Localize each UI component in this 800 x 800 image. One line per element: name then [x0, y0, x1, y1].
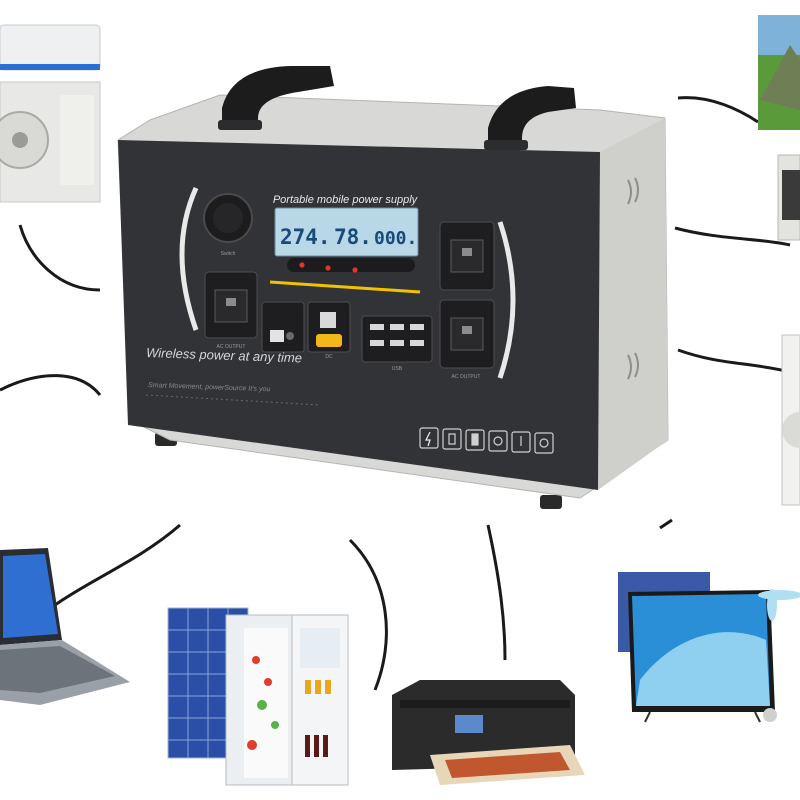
shield-icon [534, 432, 554, 454]
dotted-divider [145, 394, 321, 406]
cable-ac [18, 224, 101, 292]
laptop-image [0, 548, 130, 705]
ac-outlet-right-bottom[interactable] [439, 299, 495, 369]
tent-image [758, 15, 800, 130]
power-switch[interactable] [203, 193, 253, 243]
ac-output-label-left: AC OUTPUT [217, 344, 246, 350]
cable-washer [677, 348, 791, 374]
swoosh-right [497, 221, 516, 379]
indicator-leds [299, 262, 358, 273]
handle-right [484, 86, 576, 150]
dc-output-module[interactable] [261, 301, 305, 353]
lcd-reading-1: 274. [280, 225, 331, 249]
air-conditioner-image [0, 24, 101, 203]
cable-laptop [54, 523, 181, 607]
lcd-reading-3: 000. [374, 228, 417, 249]
television-image [618, 572, 775, 723]
ceiling-fan-image [758, 589, 800, 722]
device-side-panel [598, 118, 668, 490]
lcd-screen [274, 207, 419, 257]
usb-port-block[interactable] [361, 315, 433, 363]
handle-left [218, 66, 334, 130]
lightning-icon [419, 427, 439, 449]
usb-label: USB [392, 366, 403, 372]
tagline: Wireless power at any time [146, 345, 302, 365]
printer-image [392, 680, 585, 785]
dc-label: DC [325, 354, 333, 360]
power-switch-label: Switch [221, 251, 236, 257]
microwave-image [777, 154, 800, 241]
recycle-icon [488, 430, 508, 452]
cell-icon [465, 429, 485, 451]
cable-tv [659, 518, 673, 530]
side-vents [627, 177, 639, 380]
washing-machine-image [781, 334, 800, 506]
power-station: Switch Portable mobile power supply 274.… [117, 66, 669, 509]
indicator-strip [287, 258, 415, 272]
refrigerator-image [225, 614, 349, 786]
thermometer-icon [511, 431, 531, 453]
cable-fridge [348, 538, 388, 691]
panel-title: Portable mobile power supply [273, 194, 419, 206]
cable-tent [677, 96, 759, 124]
ac-output-label-right: AC OUTPUT [452, 374, 481, 380]
cable-left-mid [0, 374, 102, 396]
cable-printer [486, 524, 507, 661]
ac-outlet-right-top[interactable] [439, 221, 495, 291]
subtagline: Smart Movement, powerSource It's you [148, 382, 271, 393]
cable-microwave [674, 226, 791, 247]
feature-icons [419, 427, 554, 454]
swoosh-left [179, 186, 199, 331]
ac-outlet-left[interactable] [204, 271, 258, 339]
cigarette-socket[interactable] [307, 301, 351, 353]
accent-light-bar [269, 280, 421, 294]
lcd-reading-2: 78. [334, 225, 372, 249]
battery-icon [442, 428, 462, 450]
power-cables [0, 96, 791, 691]
foot-right [540, 495, 562, 509]
